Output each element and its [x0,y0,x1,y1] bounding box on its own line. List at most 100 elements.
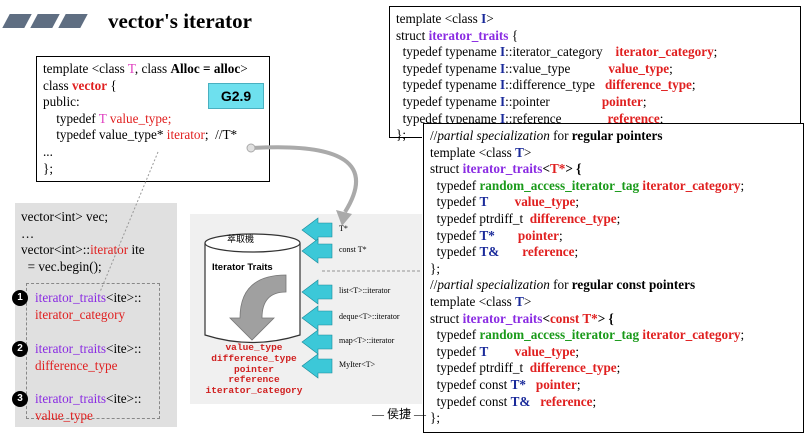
input-label: map<T>::iterator [339,336,395,345]
code-text: ; [575,343,580,359]
code-text: ; [592,393,597,409]
code-text: iterator [166,127,205,143]
code-line: typedef T& reference; [430,244,797,261]
code-text: > { [565,161,582,177]
code-text: ::pointer [505,93,550,109]
code-text: partial specialization [437,128,550,143]
code-text: typedef value_type* [56,127,167,143]
code-text: iterator_category [35,306,126,322]
code-text: iterator_traits [35,290,107,305]
code-text: I [500,44,506,60]
code-text: <ite>:: [106,290,142,305]
code-text: ; [740,177,745,193]
code-line: }; [43,160,53,176]
code-text: typedef const [436,376,511,392]
code-text: ; [713,44,718,60]
code-line: typedef T value_type; [43,111,263,128]
input-label: MyIter<T> [339,360,376,369]
code-line: typedef const T* pointer; [430,377,797,394]
code-text: template <class [430,144,516,160]
code-text: class [43,77,72,93]
code-text: ; [740,327,745,343]
code-text: ; [204,127,209,143]
step-number: 1 [12,290,28,306]
vector-code-box: template <class T, class Alloc = alloc> … [36,56,270,182]
code-line: typedef T* pointer; [430,228,797,245]
title-bar: vector's iterator [2,6,252,36]
code-text: iterator_traits [462,161,543,177]
comment-text: //T* [215,127,238,143]
code-text: vector<int>:: [21,242,91,258]
code-text: ::difference_type [505,77,595,93]
code-line: typedef T value_type; [430,194,797,211]
traits-code-box: template <class I> struct iterator_trait… [389,6,801,142]
code-text: struct [396,27,429,43]
code-text: partial specialization [437,277,550,293]
code-text: // [430,128,438,143]
code-line: }; [430,410,440,426]
code-text: typedef ptrdiff_t [436,360,530,376]
step-body: iterator_traits<ite>:: value_type [35,391,141,424]
code-text: pointer [535,376,577,392]
step-body: iterator_traits<ite>:: difference_type [35,341,141,374]
code-text: random_access_iterator_tag [479,327,640,343]
code-text: typedef [436,244,480,260]
step-number: 2 [12,341,28,357]
step-line: iterator_traits<ite>:: [35,341,141,358]
code-text: ; [576,376,581,392]
code-text: pointer [601,93,643,109]
output-trait: difference_type [211,352,297,364]
code-text: ite [128,242,145,258]
code-text: const T* [549,310,598,326]
code-line: vector<int>::iterator ite [21,242,145,259]
code-text: ; [574,244,579,260]
code-text: T* [549,161,566,177]
output-trait: pointer [234,363,274,375]
code-text: pointer [517,227,559,243]
code-text: typedef typename [402,77,500,93]
code-text: typedef [56,110,99,126]
code-text: iterator [90,242,129,258]
code-text: reference [540,393,593,409]
code-text: ; [616,210,621,226]
code-text: <ite>:: [106,391,142,406]
code-line: typedef random_access_iterator_tag itera… [430,178,797,195]
code-text: > [523,293,532,309]
input-label: const T* [339,245,367,254]
code-text: T [515,293,524,309]
cylinder-label: Iterator Traits [212,262,273,273]
code-line: class vector { [43,78,263,95]
code-text: value_type; [106,110,172,126]
code-text: ; [616,360,621,376]
code-text: typedef [436,194,480,210]
code-text: ; [691,77,696,93]
code-text: iterator_traits [462,310,543,326]
code-text: { [508,27,519,43]
code-line: //partial specialization for regular con… [430,277,797,294]
credit-text: — 侯捷 — [372,407,427,421]
code-text: iterator_category [615,44,714,60]
code-text: I [500,60,506,76]
step-line: value_type [35,408,141,425]
code-line: typedef ptrdiff_t difference_type; [430,360,797,377]
output-trait: reference [228,374,280,386]
code-text: T& [510,393,531,409]
code-text: ; [575,194,580,210]
cylinder-top-label: 萃取機 [227,234,255,244]
code-text: typedef ptrdiff_t [436,210,530,226]
code-text: I [500,93,506,109]
code-line: = vec.begin(); [21,258,102,274]
version-badge: G2.9 [208,83,264,109]
code-line: struct iterator_traits { [396,28,794,45]
code-text: typedef typename [402,110,500,126]
code-text: I [481,11,487,26]
code-text: ; [558,227,563,243]
code-text: T [479,343,489,359]
code-text: <ite>:: [106,341,142,356]
code-text: typedef [436,227,480,243]
code-line: template <class T> [430,145,797,162]
